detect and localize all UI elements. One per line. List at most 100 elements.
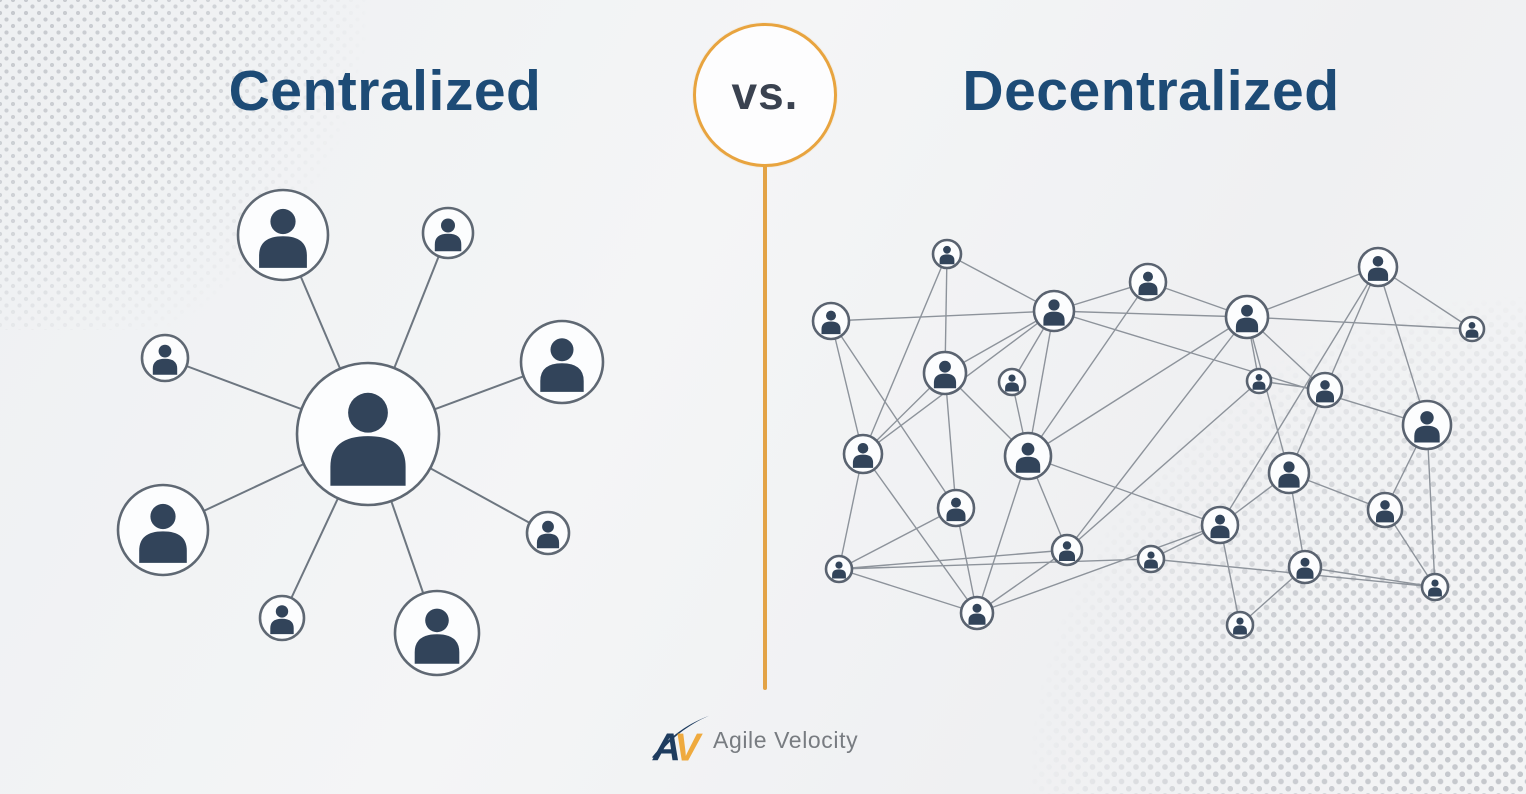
person-icon (1376, 510, 1394, 523)
person-icon (821, 321, 841, 335)
person-icon (158, 344, 172, 358)
logo-letter-v: V (674, 726, 703, 769)
person-node (1287, 549, 1323, 585)
network-edge (1377, 266, 1428, 426)
person-icon (550, 338, 574, 362)
person-node (1245, 367, 1273, 395)
network-edge (1066, 380, 1260, 551)
person-icon (852, 454, 874, 468)
logo-text: Agile Velocity (713, 726, 859, 753)
person-icon (542, 520, 554, 533)
person-icon (1252, 381, 1266, 390)
person-icon (1296, 567, 1314, 579)
person-icon (1380, 500, 1390, 510)
person-icon (270, 208, 296, 235)
person-node (842, 433, 884, 475)
vs-label: vs. (731, 67, 799, 119)
network-edge (976, 524, 1221, 614)
person-node (1003, 431, 1053, 481)
person-icon (933, 373, 957, 389)
person-icon (434, 233, 462, 252)
person-icon (1021, 442, 1035, 456)
person-node (1306, 371, 1344, 409)
person-node (393, 589, 481, 677)
network-edge (862, 453, 978, 614)
network-edge (838, 507, 957, 570)
person-node (1420, 572, 1450, 602)
network-edge (1246, 266, 1379, 318)
person-icon (1210, 525, 1230, 539)
person-node (936, 488, 976, 528)
person-icon (857, 443, 869, 454)
person-icon (939, 254, 955, 265)
person-icon (832, 569, 846, 579)
person-node (1225, 610, 1255, 640)
network-edge (862, 253, 948, 455)
person-icon (330, 436, 406, 486)
network-edge (1027, 316, 1248, 457)
person-icon (1255, 374, 1263, 381)
person-node (525, 510, 571, 556)
person-icon (259, 236, 307, 268)
person-icon (826, 310, 836, 321)
network-edge (1304, 566, 1436, 588)
network-edge (1053, 310, 1248, 318)
person-icon (540, 363, 584, 392)
person-icon (414, 634, 460, 664)
person-icon (1367, 267, 1389, 281)
person-icon (275, 605, 289, 618)
person-icon (1062, 541, 1072, 550)
person-icon (1015, 456, 1041, 473)
network-edge (838, 568, 978, 614)
person-icon (536, 533, 560, 549)
person-icon (1414, 425, 1440, 443)
person-icon (1059, 550, 1075, 561)
network-edge (944, 372, 957, 509)
person-node (116, 483, 210, 577)
person-node (922, 350, 968, 396)
person-icon (1372, 255, 1384, 267)
network-edge (1324, 266, 1379, 391)
person-icon (1144, 559, 1158, 569)
network-edge (1027, 310, 1055, 457)
person-node (1200, 505, 1240, 545)
logo-swoosh-icon (651, 715, 710, 759)
person-node (824, 554, 854, 584)
person-icon (1278, 473, 1300, 488)
person-icon (1048, 299, 1060, 311)
network-edge (830, 310, 1055, 322)
person-icon (968, 613, 986, 625)
person-node (1032, 289, 1076, 333)
person-icon (943, 245, 951, 254)
person-icon (1300, 557, 1310, 567)
person-icon (425, 608, 449, 633)
agile-velocity-logo: A V Agile Velocity (650, 712, 859, 769)
person-icon (1233, 625, 1247, 635)
person-icon (946, 508, 966, 522)
person-icon (835, 561, 843, 569)
person-node (1357, 246, 1399, 288)
person-node (140, 333, 190, 383)
person-node (1458, 315, 1486, 343)
person-icon (1420, 411, 1434, 425)
person-node (1267, 451, 1311, 495)
person-node (1128, 262, 1168, 302)
person-node (295, 361, 441, 507)
network-edge (1219, 266, 1379, 526)
person-icon (1283, 461, 1295, 473)
person-node (258, 594, 306, 642)
person-node (1401, 399, 1453, 451)
network-edge (1066, 316, 1248, 551)
person-node (421, 206, 475, 260)
person-node (1050, 533, 1084, 567)
decentralized-title: Decentralized (962, 59, 1340, 123)
person-icon (1138, 282, 1158, 296)
person-icon (1316, 390, 1334, 403)
person-icon (1005, 382, 1019, 392)
person-icon (1143, 271, 1153, 282)
person-icon (1215, 514, 1225, 525)
network-edge (1027, 281, 1149, 457)
person-icon (348, 392, 388, 433)
